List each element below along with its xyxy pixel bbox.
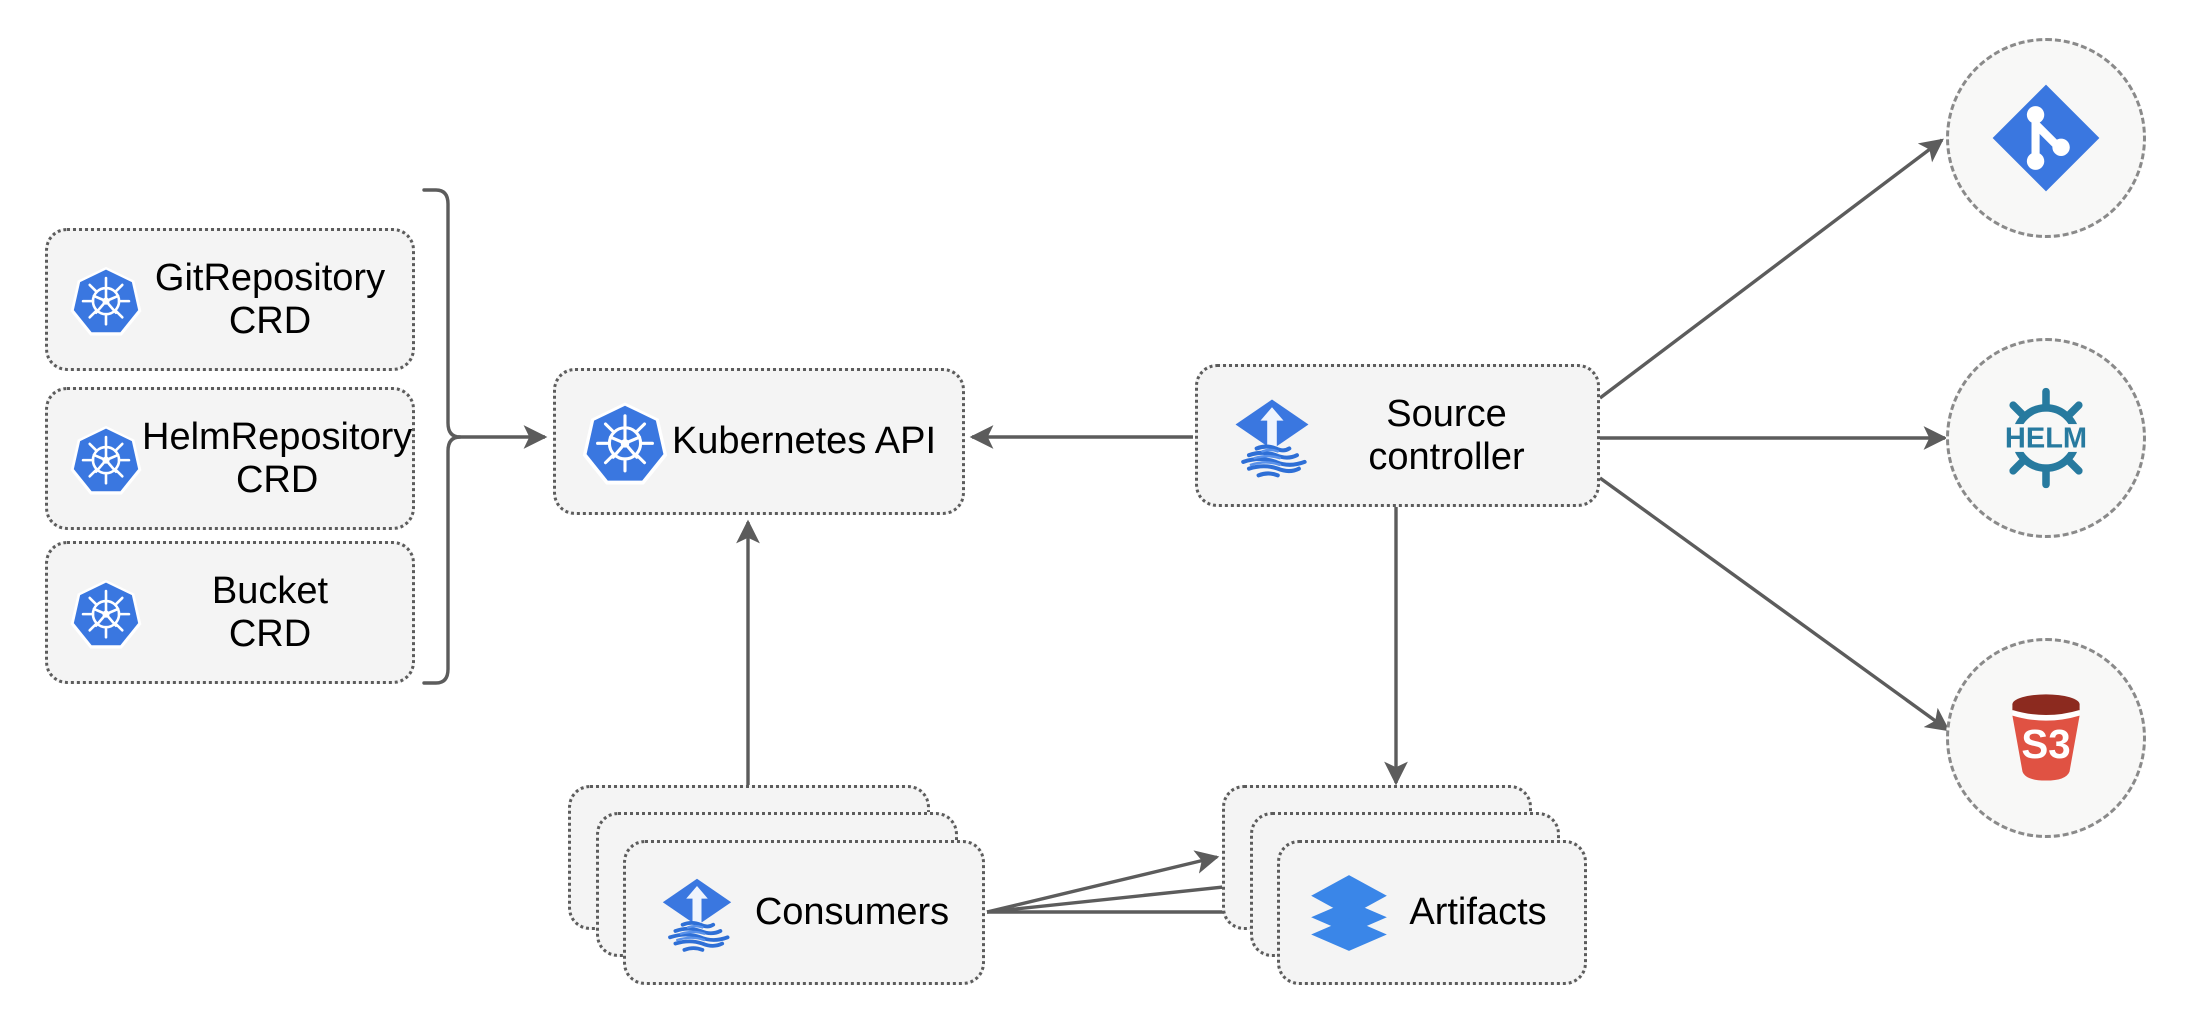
external-source-helm[interactable]: HELM	[1946, 338, 2146, 538]
crd-group-bracket	[422, 188, 462, 685]
edge-source-controller-to-git	[1598, 138, 1944, 400]
helm-label: HELM	[2005, 422, 2087, 454]
edge-source-controller-to-s3	[1599, 476, 1950, 732]
flux-icon	[1224, 388, 1320, 484]
kubernetes-icon	[70, 423, 142, 495]
node-consumers[interactable]: Consumers	[568, 785, 988, 990]
kubernetes-icon	[70, 264, 142, 336]
kubernetes-icon	[582, 399, 668, 485]
crd-card-helmrepository[interactable]: HelmRepository CRD	[45, 387, 415, 530]
layers-icon	[1306, 870, 1392, 956]
external-source-git[interactable]	[1946, 38, 2146, 238]
edge-consumers-to-artifacts-middle	[986, 874, 1255, 914]
crd-card-gitrepository[interactable]: GitRepository CRD	[45, 228, 415, 371]
kubernetes-icon	[70, 577, 142, 649]
s3-bucket-icon: S3	[1990, 682, 2102, 794]
s3-label: S3	[2021, 721, 2070, 767]
node-label: Artifacts	[1409, 891, 1547, 934]
external-source-s3[interactable]: S3	[1946, 638, 2146, 838]
git-icon	[1988, 80, 2104, 196]
edge-consumers-to-artifacts-back	[986, 850, 1220, 914]
crd-card-bucket[interactable]: Bucket CRD	[45, 541, 415, 684]
crd-label: Bucket CRD	[211, 569, 329, 655]
node-kubernetes-api[interactable]: Kubernetes API	[553, 368, 965, 515]
helm-icon: HELM	[1988, 380, 2104, 496]
consumers-card-front[interactable]: Consumers	[623, 840, 985, 985]
artifacts-card-front[interactable]: Artifacts	[1277, 840, 1587, 985]
node-label: Source controller	[1368, 392, 1525, 478]
crd-label: GitRepository CRD	[154, 256, 386, 342]
crd-label: HelmRepository CRD	[142, 415, 413, 501]
flux-icon	[652, 868, 742, 958]
node-source-controller[interactable]: Source controller	[1195, 364, 1600, 507]
node-artifacts[interactable]: Artifacts	[1222, 785, 1642, 990]
node-label: Kubernetes API	[671, 420, 937, 463]
node-label: Consumers	[754, 891, 950, 934]
